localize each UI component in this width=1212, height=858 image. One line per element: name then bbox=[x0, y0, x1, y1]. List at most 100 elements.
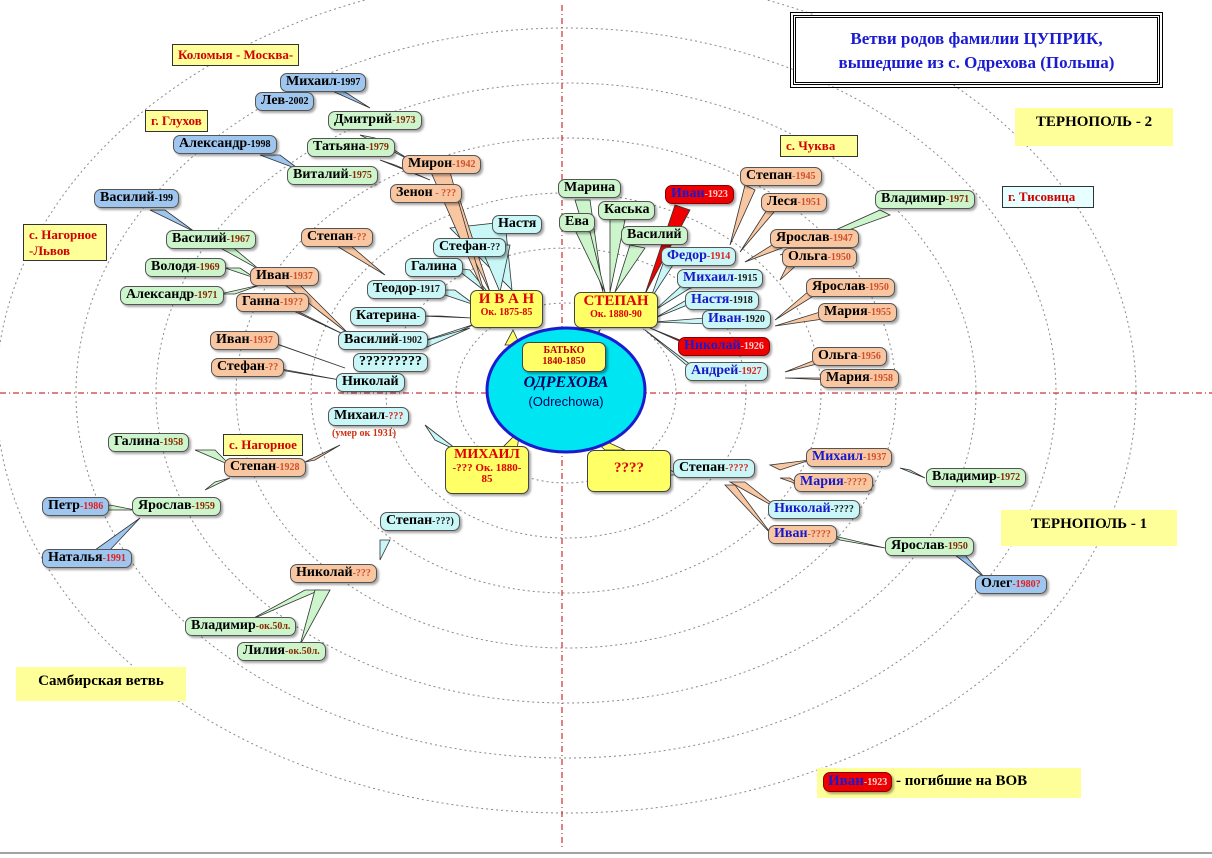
person-name: Мария bbox=[826, 370, 870, 385]
person-year: -1979 bbox=[365, 142, 389, 153]
person-year: - bbox=[416, 311, 420, 322]
person-yaroslav1950b: Ярослав-1950 bbox=[885, 537, 974, 556]
person-vitaliy1975: Виталий-1975 bbox=[287, 166, 378, 185]
person-year: -1991 bbox=[102, 553, 126, 564]
person-stefan_i: Стефан-?? bbox=[433, 238, 507, 257]
person-name: Мария bbox=[800, 474, 844, 489]
person-ganna: Ганна-19?? bbox=[236, 293, 310, 312]
person-galina1958: Галина-1958 bbox=[108, 433, 190, 452]
person-volodya1969: Володя-1969 bbox=[145, 258, 226, 277]
person-vasiliy_s: Василий bbox=[621, 226, 688, 245]
person-year: -1914 bbox=[706, 251, 731, 262]
person-year: -1958 bbox=[869, 373, 893, 384]
person-eva: Ева bbox=[559, 213, 595, 232]
person-year: -1918 bbox=[729, 295, 753, 306]
person-name: Степан bbox=[746, 168, 793, 183]
person-aleksandr1971: Александр-1971 bbox=[120, 286, 224, 305]
person-year: -??? bbox=[385, 411, 404, 422]
person-miron1942: Мирон-1942 bbox=[402, 155, 482, 174]
person-name: Ганна bbox=[242, 294, 280, 309]
person-name: Наталья bbox=[48, 550, 103, 565]
son-unknown: ???? bbox=[587, 450, 671, 492]
person-year: -1971 bbox=[945, 194, 970, 205]
region-ternopol-2: ТЕРНОПОЛЬ - 2 bbox=[1015, 108, 1173, 146]
person-mikhail_m_note: (умер ок 1931) bbox=[332, 428, 397, 439]
person-vasiliy199: Василий-199 bbox=[94, 189, 179, 208]
person-name: Михаил bbox=[334, 408, 386, 423]
person-year: -?? bbox=[264, 362, 279, 373]
person-name: Стефан bbox=[439, 239, 487, 254]
person-year: -?? bbox=[353, 232, 367, 243]
person-ivan1937a: Иван-1937 bbox=[250, 267, 319, 286]
person-qqq: ????????? bbox=[353, 353, 428, 372]
person-mariya1958: Мария-1958 bbox=[820, 369, 899, 388]
legend-text: - погибшие на ВОВ bbox=[892, 773, 1028, 789]
person-name: Ольга bbox=[788, 249, 828, 264]
person-year: -1920 bbox=[741, 314, 765, 325]
person-name: Лев bbox=[261, 93, 286, 108]
batko-years: 1840-1850 bbox=[542, 355, 586, 367]
son-stepan-name: СТЕПАН bbox=[583, 293, 649, 309]
person-stepan1928: Степан-1928 bbox=[224, 458, 306, 477]
person-marina: Марина bbox=[558, 179, 622, 198]
person-year: -19?? bbox=[279, 297, 304, 308]
region-sambir: Самбирская ветвь bbox=[16, 667, 186, 701]
person-mikhail1937: Михаил-1937 bbox=[806, 448, 893, 467]
person-mikhail1915: Михаил-1915 bbox=[677, 269, 764, 288]
person-vladimir1971: Владимир-1971 bbox=[875, 190, 976, 209]
person-tatyana1979: Татьяна-1979 bbox=[307, 138, 395, 157]
person-year: -1951 bbox=[797, 197, 821, 208]
person-name: Михаил bbox=[683, 270, 735, 285]
person-year: -1980? bbox=[1012, 579, 1041, 590]
person-name: Андрей bbox=[691, 363, 739, 378]
person-natalya1991: Наталья-1991 bbox=[42, 549, 132, 568]
person-name: Михаил bbox=[812, 449, 864, 464]
son-mikhail-name: МИХАИЛ bbox=[454, 447, 520, 462]
person-name: Ярослав bbox=[138, 498, 192, 513]
son-stepan-years: Ок. 1880-90 bbox=[590, 308, 642, 320]
legend-name: Иван bbox=[828, 773, 864, 789]
person-name: Николай bbox=[342, 374, 399, 389]
person-stepan_i: Степан-?? bbox=[301, 228, 373, 247]
person-year: -1975 bbox=[348, 170, 372, 181]
son-mikhail: МИХАИЛ -??? Ок. 1880-85 bbox=[445, 446, 529, 494]
person-year: -???) bbox=[432, 516, 454, 527]
person-year: -1937 bbox=[289, 271, 313, 282]
person-mikhail_m: Михаил-??? bbox=[328, 407, 410, 426]
person-name: Настя bbox=[498, 216, 537, 231]
person-nikolay_i: Николай bbox=[336, 373, 405, 392]
person-nastya1918: Настя-1918 bbox=[685, 291, 759, 310]
person-ivan1920: Иван-1920 bbox=[702, 310, 771, 329]
person-mikhail1997: Михаил-1997 bbox=[280, 73, 367, 92]
person-name: Иван bbox=[774, 526, 808, 541]
person-name: Василий bbox=[627, 227, 682, 242]
person-name: Степан bbox=[386, 513, 433, 528]
person-kaska: Каська bbox=[598, 201, 656, 220]
person-year: -?? bbox=[486, 242, 501, 253]
person-name: Владимир bbox=[932, 469, 997, 484]
place-tysovitsa: г. Тисовица bbox=[1002, 186, 1094, 208]
center-odrechowa: (Odrechowa) bbox=[528, 394, 604, 409]
person-vasiliy1967: Василий-1967 bbox=[166, 230, 256, 249]
person-name: Владимир bbox=[881, 191, 946, 206]
person-vladimir50: Владимир-ок.50л. bbox=[185, 617, 297, 636]
person-name: Олег bbox=[981, 576, 1013, 591]
person-yaroslav1950a: Ярослав-1950 bbox=[806, 278, 895, 297]
place-glukhov: г. Глухов bbox=[145, 110, 208, 132]
title-box: Ветви родов фамилии ЦУПРИК, вышедшие из … bbox=[790, 12, 1163, 88]
person-name: Леся bbox=[767, 194, 798, 209]
person-name: Иван bbox=[216, 332, 250, 347]
person-ivan1923: Иван-1923 bbox=[665, 185, 734, 204]
son-stepan: СТЕПАН Ок. 1880-90 bbox=[574, 292, 658, 328]
person-mariya_t1: Мария-???? bbox=[794, 473, 873, 492]
person-name: Степан bbox=[230, 459, 277, 474]
person-aleksandr1998: Александр-1998 bbox=[173, 135, 277, 154]
person-year: -1997 bbox=[337, 77, 361, 88]
person-name: Зенон bbox=[396, 185, 433, 200]
person-name: Мария bbox=[824, 304, 868, 319]
person-year: -1937 bbox=[249, 335, 273, 346]
legend-year: -1923 bbox=[863, 777, 888, 788]
person-name: Ева bbox=[565, 214, 589, 229]
person-name: ????????? bbox=[359, 354, 422, 369]
place-chukva: с. Чуква bbox=[780, 135, 858, 157]
